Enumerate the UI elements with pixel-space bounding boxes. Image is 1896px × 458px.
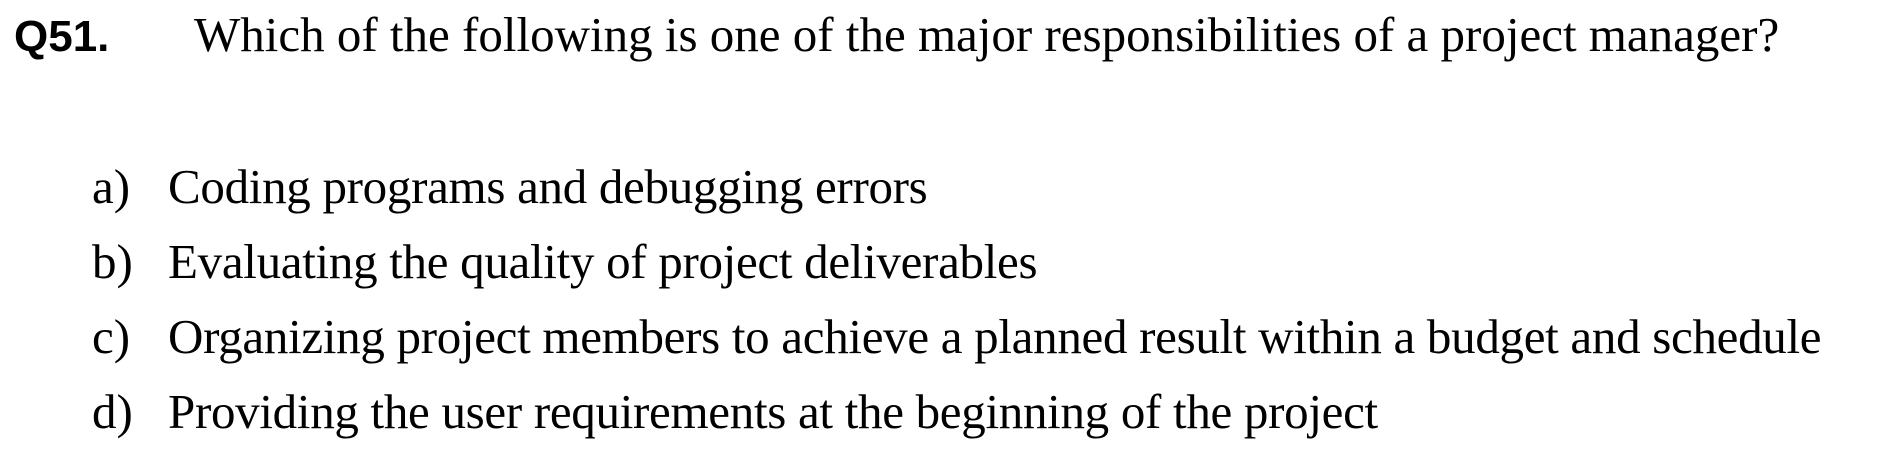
option-text: Organizing project members to achieve a … [168,309,1822,364]
question-header: Q51. Which of the following is one of th… [14,6,1779,63]
option-label: c) [92,309,131,364]
option-text: Providing the user requirements at the b… [168,384,1378,439]
option-text: Evaluating the quality of project delive… [168,234,1038,289]
option-label: a) [92,159,131,214]
answer-option-c: c) Organizing project members to achieve… [92,308,1822,383]
option-label: d) [92,384,133,439]
answer-options-list: a) Coding programs and debugging errors … [92,158,1822,458]
answer-option-b: b) Evaluating the quality of project del… [92,233,1821,308]
option-label: b) [92,234,133,289]
question-number: Q51. [14,12,110,61]
question-text: Which of the following is one of the maj… [194,7,1780,62]
option-text: Coding programs and debugging errors [168,159,928,214]
answer-option-a: a) Coding programs and debugging errors [92,158,1821,233]
answer-option-d: d) Providing the user requirements at th… [92,383,1821,458]
